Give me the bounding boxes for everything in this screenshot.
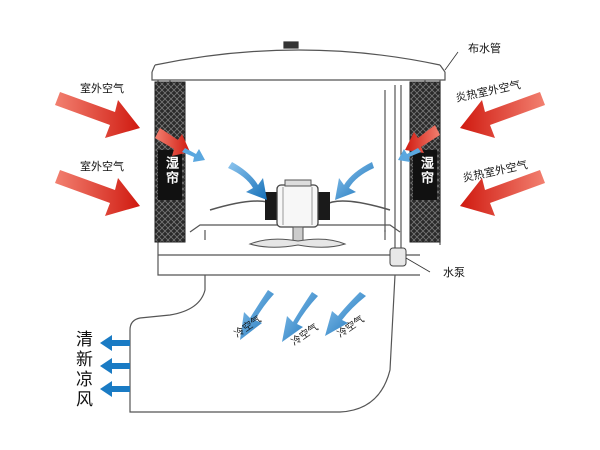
water-pipe-label: 布水管 xyxy=(468,42,501,55)
wet-pad-left xyxy=(154,81,186,243)
outlet-char: 新 xyxy=(76,350,93,370)
outlet-duct xyxy=(129,274,396,413)
wet-curtain-label-right: 湿帘 xyxy=(418,156,433,186)
outlet-char: 清 xyxy=(76,330,93,350)
outlet-char: 风 xyxy=(76,390,93,410)
water-pipe-leader xyxy=(444,51,459,71)
fresh-cool-air-label: 清 新 凉 风 xyxy=(76,330,93,410)
outside-air-label-top: 室外空气 xyxy=(80,82,124,95)
red-arrow-icon xyxy=(55,92,190,216)
red-arrow-icon xyxy=(405,92,545,216)
wet-pad-right xyxy=(409,81,441,243)
wet-curtain-label-left: 湿帘 xyxy=(163,156,178,186)
fan-motor-icon xyxy=(209,179,391,248)
blue-arrow-icon xyxy=(100,148,421,397)
outside-air-label-bottom: 室外空气 xyxy=(80,160,124,173)
outlet-char: 凉 xyxy=(76,370,93,390)
water-pump-icon xyxy=(389,247,431,273)
water-pump-label: 水泵 xyxy=(443,266,465,279)
